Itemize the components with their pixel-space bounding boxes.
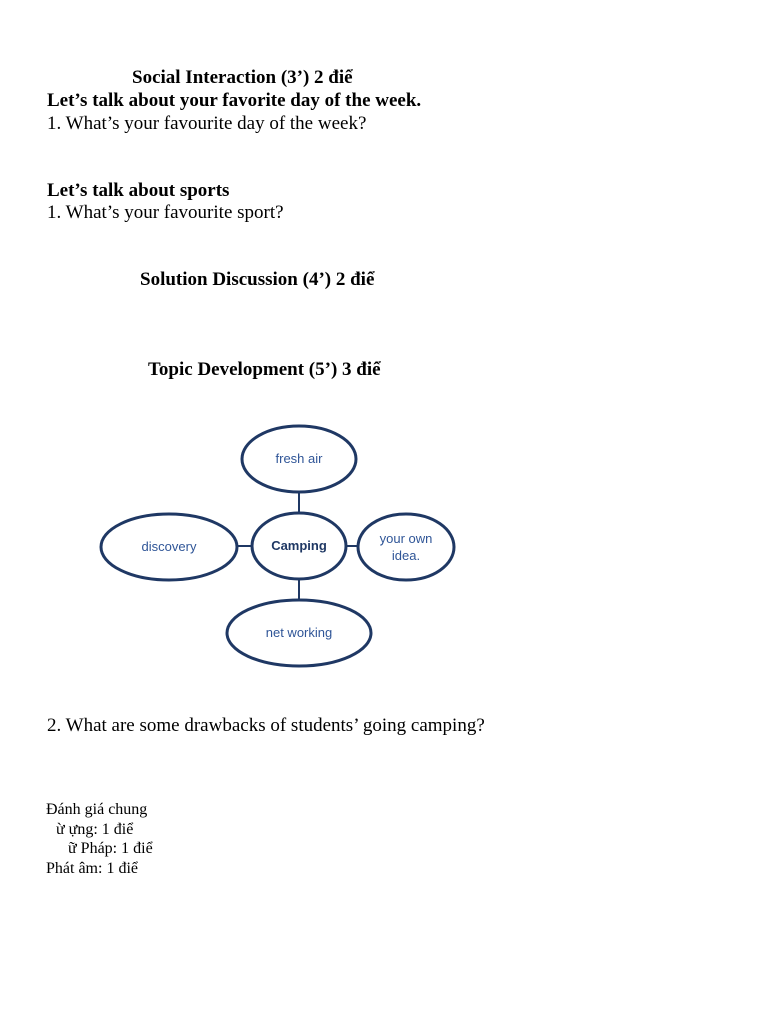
solution-discussion-title: Solution Discussion (4’) 2 điể [140,269,375,290]
evaluation-title: Đánh giá chung [46,801,148,818]
node-fresh-air [240,424,358,494]
node-fresh-air-label: fresh air [276,451,324,466]
topic-development-title: Topic Development (5’) 3 điể [148,359,381,380]
node-your-own-idea [356,512,456,582]
social-interaction-title: Social Interaction (3’) 2 điể [132,67,353,88]
node-camping-label: Camping [271,538,327,553]
node-net-working-label: net working [266,625,332,640]
node-your-own-idea-label-line2: idea. [392,548,420,563]
evaluation-criterion-1: ừ ựng: 1 điể [56,821,134,838]
node-camping [250,511,348,581]
sports-topic: Let’s talk about sports [47,180,230,201]
favorite-day-question: 1. What’s your favourite day of the week… [47,113,367,134]
node-net-working [225,598,373,668]
node-discovery-label: discovery [142,539,197,554]
sports-question: 1. What’s your favourite sport? [47,202,284,223]
node-discovery [99,512,239,582]
evaluation-criterion-2: ữ Pháp: 1 điể [68,840,153,857]
node-your-own-idea-label-line1: your own [380,531,433,546]
evaluation-criterion-3: Phát âm: 1 điể [46,860,138,877]
camping-drawbacks-question: 2. What are some drawbacks of students’ … [47,715,485,736]
favorite-day-topic: Let’s talk about your favorite day of th… [47,90,422,111]
